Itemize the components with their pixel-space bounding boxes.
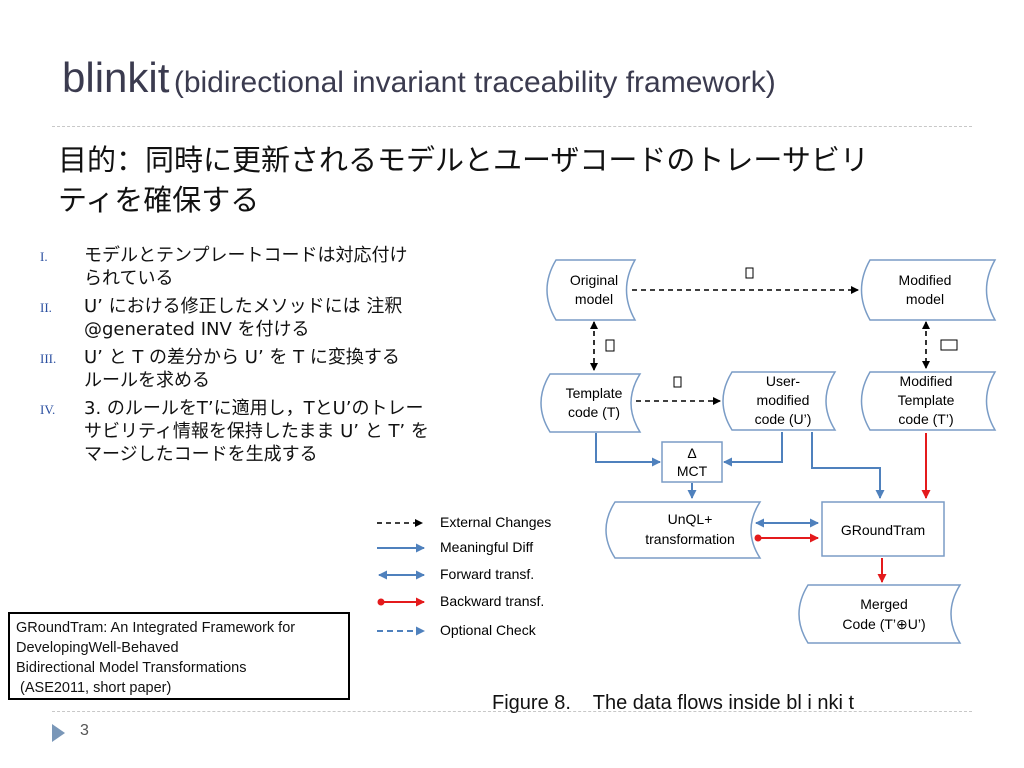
node-merged-code-shape (798, 584, 962, 644)
step-item: II. U’ における修正したメソッドには 注釈 @generated INV … (40, 295, 480, 341)
legend-external-changes: External Changes (440, 514, 551, 530)
title-divider (52, 126, 972, 127)
footer-divider (52, 711, 972, 712)
title-subtitle: (bidirectional invariant traceability fr… (173, 66, 776, 99)
step-number: IV. (40, 402, 56, 417)
step-item: I. モデルとテンプレートコードは対応付け られている (40, 244, 480, 290)
node-groundtram-shape (821, 501, 945, 557)
step-item: IV. 3. のルールをT’に適用し，TとU’のトレー サビリティ情報を保持した… (40, 397, 480, 466)
purpose-statement: 目的：同時に更新されるモデルとユーザコードのトレーサビリ ティを確保する (58, 140, 938, 220)
legend-meaningful-diff: Meaningful Diff (440, 539, 533, 555)
step-text: モデルとテンプレートコードは対応付け (84, 245, 408, 266)
legend-optional-check: Optional Check (440, 622, 537, 638)
reference-line: (ASE2011, short paper) (16, 680, 172, 696)
node-template-code-shape (540, 373, 642, 433)
backward-start-dot (754, 534, 762, 542)
edge-user-to-mct (723, 432, 783, 467)
next-slide-icon[interactable] (52, 724, 65, 742)
figure-caption: Figure 8. The data flows inside bl i nki… (492, 692, 855, 714)
reference-line: GRoundTram: An Integrated Framework for (16, 620, 296, 636)
step-text: サビリティ情報を保持したまま U’ と T’ を (84, 421, 429, 442)
step-number: I. (40, 249, 48, 264)
reference-line: DevelopingWell-Behaved (16, 640, 179, 656)
purpose-line-2: ティを確保する (58, 183, 260, 217)
legend-forward-transf: Forward transf. (440, 566, 534, 582)
node-modified-template-code-shape (860, 371, 997, 431)
trash-icon (745, 267, 754, 279)
step-number: II. (40, 300, 52, 315)
step-item: III. U’ と T の差分から U’ を T に変換する ルールを求める (40, 346, 480, 392)
legend: External Changes Meaningful Diff Forward… (377, 514, 551, 638)
node-modified-model-shape (860, 259, 997, 321)
node-original-model-shape (546, 259, 637, 321)
step-number: III. (40, 351, 57, 366)
step-text: 3. のルールをT’に適用し，TとU’のトレー (84, 398, 424, 419)
page-number: 3 (80, 722, 89, 739)
step-text: マージしたコードを生成する (84, 444, 318, 465)
step-text: られている (84, 268, 174, 289)
steps-list: I. モデルとテンプレートコードは対応付け られている II. U’ における修… (40, 244, 480, 471)
reference-line: Bidirectional Model Transformations (16, 660, 247, 676)
step-text: U’ と T の差分から U’ を T に変換する (84, 347, 400, 368)
step-text: ルールを求める (84, 370, 210, 391)
reference-box: GRoundTram: An Integrated Framework for … (8, 612, 350, 700)
node-unql-label: UnQL+transformation (645, 511, 734, 547)
slide-title: blinkit (bidirectional invariant traceab… (62, 54, 776, 102)
step-text: @generated INV を付ける (84, 319, 310, 340)
folder-icon (940, 339, 958, 351)
edge-template-to-mct (595, 433, 661, 467)
step-text: U’ における修正したメソッドには 注釈 (84, 296, 403, 317)
purpose-line-1: 目的：同時に更新されるモデルとユーザコードのトレーサビリ (58, 143, 869, 177)
document-icon (605, 339, 615, 352)
node-unql-shape (605, 501, 762, 559)
document-icon (673, 376, 682, 388)
edge-user-to-groundtram (811, 432, 885, 499)
legend-backward-transf: Backward transf. (440, 593, 544, 609)
node-user-modified-code-shape (722, 371, 837, 431)
node-delta-mct-shape (661, 441, 723, 483)
title-main: blinkit (62, 54, 170, 101)
node-groundtram-label: GRoundTram (841, 522, 925, 538)
